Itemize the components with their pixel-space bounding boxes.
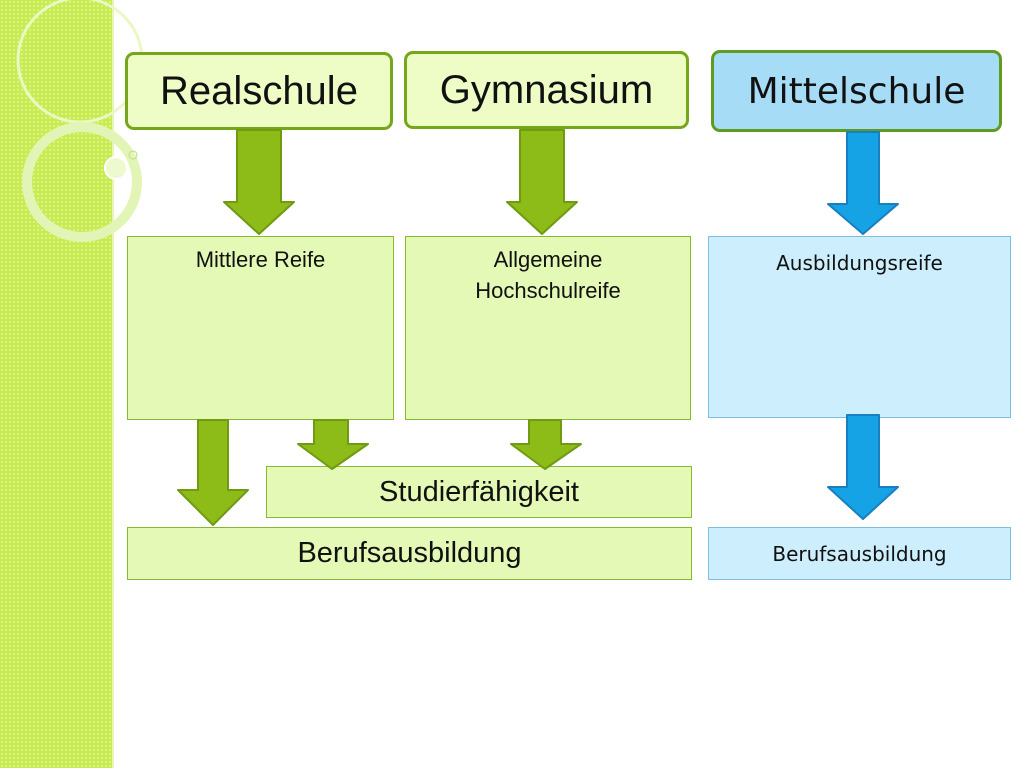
realschule-label: Realschule xyxy=(160,68,358,113)
hochschulreife-label-line2: Hochschulreife xyxy=(475,277,621,303)
realschule-box: Realschule xyxy=(125,52,393,130)
arrow-gymnasium-down xyxy=(506,129,578,235)
arrow-mittlere-reife-to-studierfaehigkeit xyxy=(297,419,369,470)
mittlere-reife-panel: Mittlere Reife xyxy=(127,236,394,420)
arrow-mittelschule-down xyxy=(827,131,899,235)
mittlere-reife-label: Mittlere Reife xyxy=(195,247,326,272)
hochschulreife-panel: Allgemeine Hochschulreife xyxy=(405,236,691,420)
gymnasium-label: Gymnasium xyxy=(439,67,654,112)
arrow-mittlere-reife-to-berufsausbildung xyxy=(177,419,249,526)
hochschulreife-label-line1: Allgemeine xyxy=(493,247,603,272)
ausbildungsreife-label: Ausbildungsreife xyxy=(776,251,943,275)
studierfaehigkeit-box: Studierfähigkeit xyxy=(266,466,692,518)
berufsausbildung-blue-label: Berufsausbildung xyxy=(772,541,947,566)
arrow-realschule-down xyxy=(223,129,295,235)
ausbildungsreife-panel: Ausbildungsreife xyxy=(708,236,1011,418)
berufsausbildung-green-box: Berufsausbildung xyxy=(127,527,692,580)
mittelschule-label: Mittelschule xyxy=(747,70,966,112)
berufsausbildung-blue-box: Berufsausbildung xyxy=(708,527,1011,580)
berufsausbildung-green-label: Berufsausbildung xyxy=(297,537,522,569)
arrow-ausbildungsreife-to-berufsausbildung xyxy=(827,414,899,520)
studierfaehigkeit-label: Studierfähigkeit xyxy=(379,475,579,508)
arrow-hochschulreife-to-studierfaehigkeit xyxy=(510,419,582,470)
decorative-circles xyxy=(16,0,144,242)
gymnasium-box: Gymnasium xyxy=(404,51,689,129)
mittelschule-box: Mittelschule xyxy=(711,50,1002,132)
